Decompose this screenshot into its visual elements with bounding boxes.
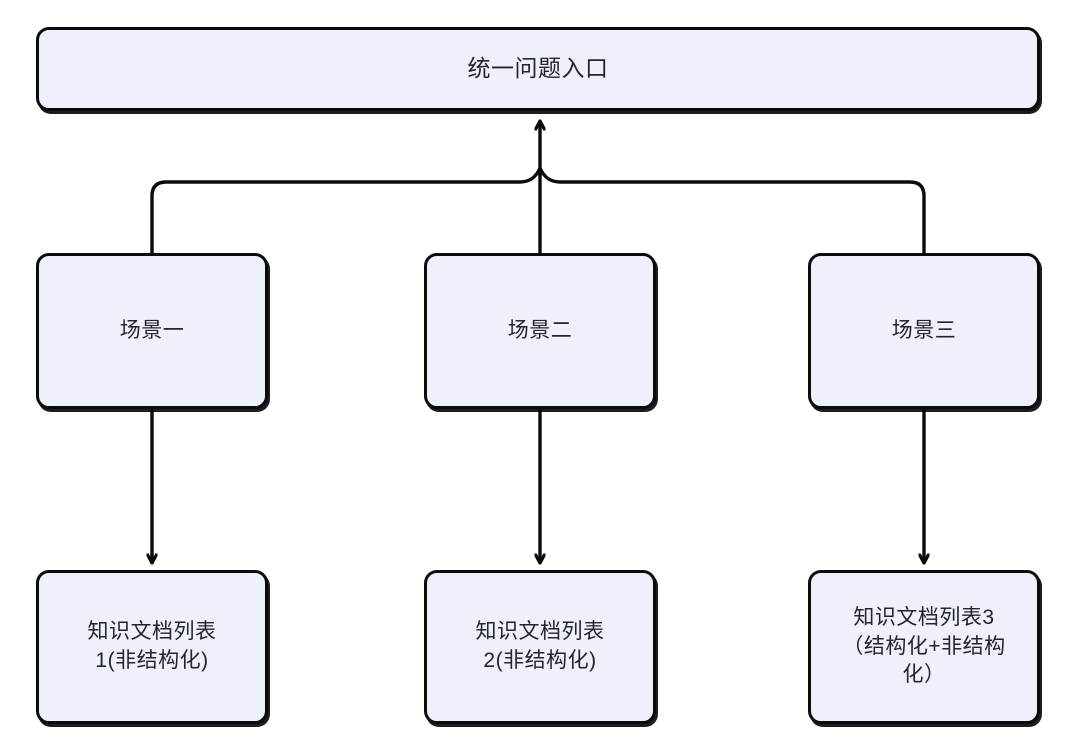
- node-scene-1-label: 场景一: [119, 318, 185, 342]
- node-scene-2[interactable]: 场景二: [424, 253, 656, 409]
- node-scene-1[interactable]: 场景一: [36, 253, 268, 409]
- edge-scene3-to-entry: [538, 167, 926, 253]
- node-doc-3-label: 知识文档列表3 （结构化+非结构 化）: [842, 605, 1006, 687]
- node-unified-question-entry[interactable]: 统一问题入口: [36, 27, 1040, 111]
- node-doc-2-label: 知识文档列表 2(非结构化): [475, 620, 605, 672]
- edge-scene1-to-entry: [150, 167, 542, 253]
- node-doc-1-label: 知识文档列表 1(非结构化): [87, 620, 217, 672]
- node-scene-2-label: 场景二: [507, 318, 573, 342]
- node-knowledge-doc-list-1[interactable]: 知识文档列表 1(非结构化): [36, 570, 268, 724]
- node-scene-3-label: 场景三: [891, 318, 957, 342]
- node-knowledge-doc-list-3[interactable]: 知识文档列表3 （结构化+非结构 化）: [808, 570, 1040, 724]
- node-knowledge-doc-list-2[interactable]: 知识文档列表 2(非结构化): [424, 570, 656, 724]
- node-scene-3[interactable]: 场景三: [808, 253, 1040, 409]
- node-entry-label: 统一问题入口: [467, 55, 609, 82]
